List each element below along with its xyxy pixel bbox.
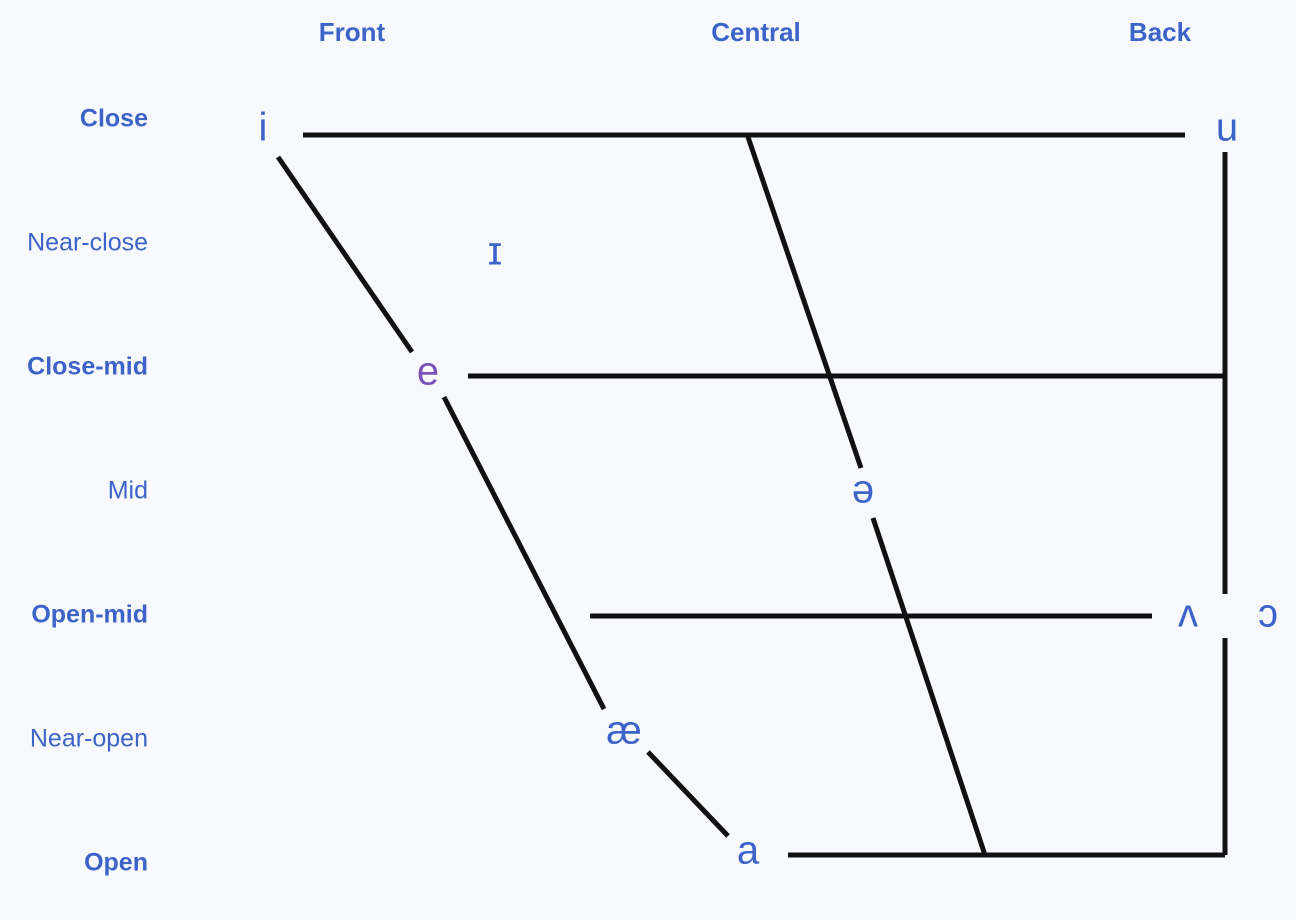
central-divider-lower xyxy=(870,517,988,856)
central-divider-upper xyxy=(745,136,864,469)
column-label-back: Back xyxy=(1129,17,1192,47)
vowel-symbol-close-front-unrounded[interactable]: i xyxy=(259,106,268,150)
row-labels: CloseNear-closeClose-midMidOpen-midNear-… xyxy=(27,105,148,877)
vowel-symbol-mid-central-schwa[interactable]: ə xyxy=(852,468,874,512)
vowel-symbol-open-mid-back-unrounded[interactable]: ʌ xyxy=(1178,592,1198,636)
row-label-mid: Mid xyxy=(108,477,148,505)
column-label-front: Front xyxy=(319,17,386,47)
column-labels: Front Central Back xyxy=(319,17,1192,47)
row-label-open-mid: Open-mid xyxy=(31,601,148,629)
row-label-open: Open xyxy=(84,849,148,877)
vowel-symbol-open-mid-back-rounded[interactable]: ɔ xyxy=(1258,592,1278,636)
vowel-symbols: i u ɪ e ə ʌ ɔ æ a xyxy=(259,106,1278,873)
left-edge-lower-segment xyxy=(646,750,730,838)
vowel-symbol-near-open-front-unrounded[interactable]: æ xyxy=(606,709,642,753)
row-label-close: Close xyxy=(80,105,148,133)
row-label-near-close: Near-close xyxy=(27,229,148,257)
vowel-symbol-near-close-near-front[interactable]: ɪ xyxy=(488,230,502,274)
trapezoid-lines xyxy=(275,132,1228,858)
left-edge-upper-segment xyxy=(275,155,415,354)
row-label-near-open: Near-open xyxy=(30,725,148,753)
column-label-central: Central xyxy=(711,17,801,47)
left-edge-middle-segment xyxy=(441,395,607,711)
vowel-symbol-open-front-unrounded[interactable]: a xyxy=(737,829,760,873)
row-label-close-mid: Close-mid xyxy=(27,353,148,381)
vowel-symbol-close-mid-front-unrounded[interactable]: e xyxy=(417,350,439,394)
vowel-symbol-close-back-rounded[interactable]: u xyxy=(1216,106,1238,150)
